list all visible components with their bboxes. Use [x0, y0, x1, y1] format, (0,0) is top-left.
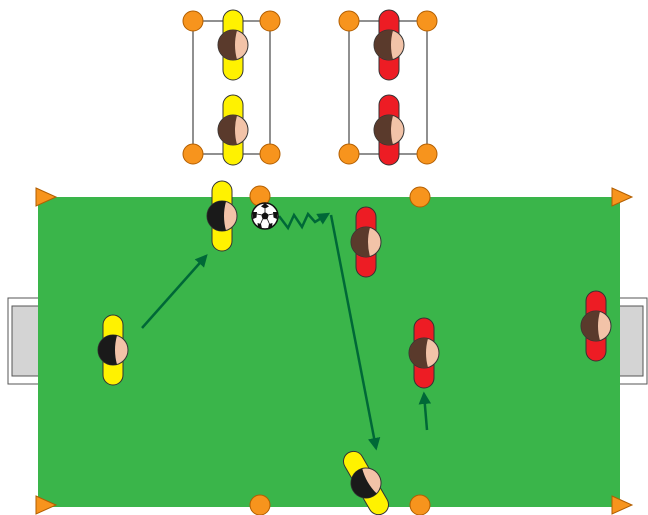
cones	[182, 10, 438, 515]
cone-icon	[416, 143, 438, 165]
cone-icon	[409, 494, 431, 515]
corner-flag-icon	[35, 187, 58, 207]
right-goal	[614, 297, 648, 385]
yellow-player-icon	[343, 450, 389, 515]
run-arrow-left	[141, 254, 208, 329]
cone-icon	[182, 10, 204, 32]
yellow-player-icon	[206, 180, 238, 252]
pass-arrow	[329, 214, 381, 451]
red-player-icon	[350, 206, 382, 278]
dribble-arrow	[278, 211, 331, 231]
cone-icon	[259, 10, 281, 32]
pitch	[38, 197, 620, 507]
corner-flag-icon	[611, 495, 634, 515]
yellow-player-icon	[217, 9, 249, 81]
red-player-icon	[408, 317, 440, 389]
corner-flag-icon	[35, 495, 58, 515]
corner-flag-icon	[611, 187, 634, 207]
corner-flags	[35, 187, 634, 515]
cone-icon	[249, 494, 271, 515]
cone-icon	[409, 186, 431, 208]
red-player-icon	[373, 94, 405, 166]
players	[97, 9, 612, 515]
cone-icon	[416, 10, 438, 32]
cone-icon	[338, 143, 360, 165]
soccer-ball-icon	[251, 202, 279, 230]
cone-icon	[338, 10, 360, 32]
cone-icon	[259, 143, 281, 165]
run-arrow-right	[418, 391, 432, 431]
cone-icon	[182, 143, 204, 165]
yellow-player-icon	[217, 94, 249, 166]
left-goal	[7, 297, 41, 385]
yellow-player-icon	[97, 314, 129, 386]
red-player-icon	[373, 9, 405, 81]
red-player-icon	[580, 290, 612, 362]
movement-arrows	[141, 211, 432, 451]
